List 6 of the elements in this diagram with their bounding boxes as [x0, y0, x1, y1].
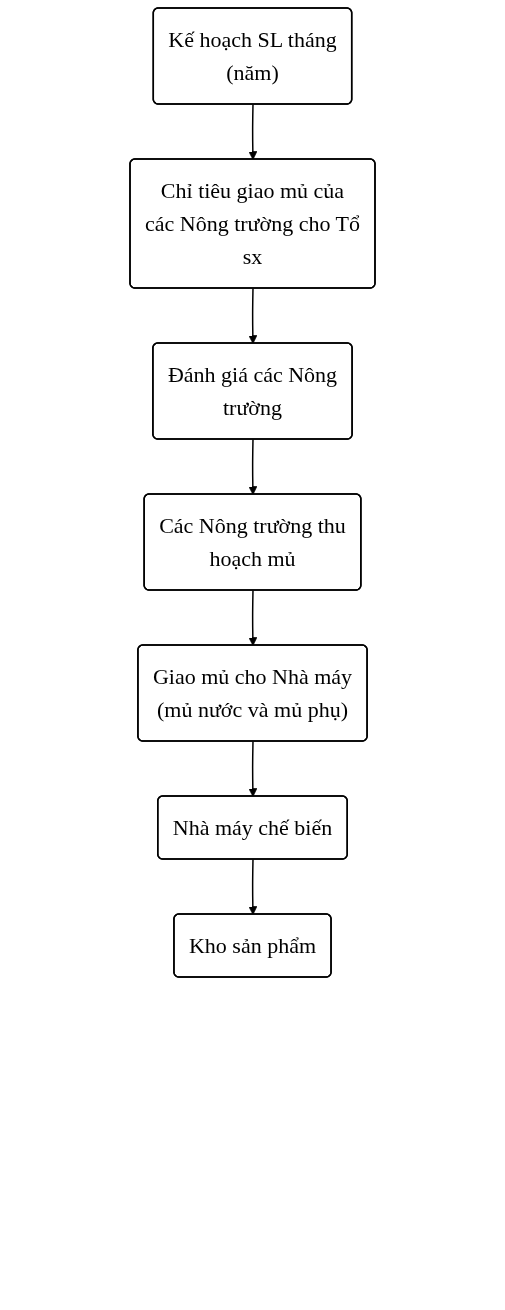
arrow: [248, 740, 258, 797]
arrow: [248, 589, 258, 646]
arrow: [248, 438, 258, 495]
arrow: [248, 103, 258, 160]
arrow: [248, 287, 258, 344]
arrow: [248, 858, 258, 915]
